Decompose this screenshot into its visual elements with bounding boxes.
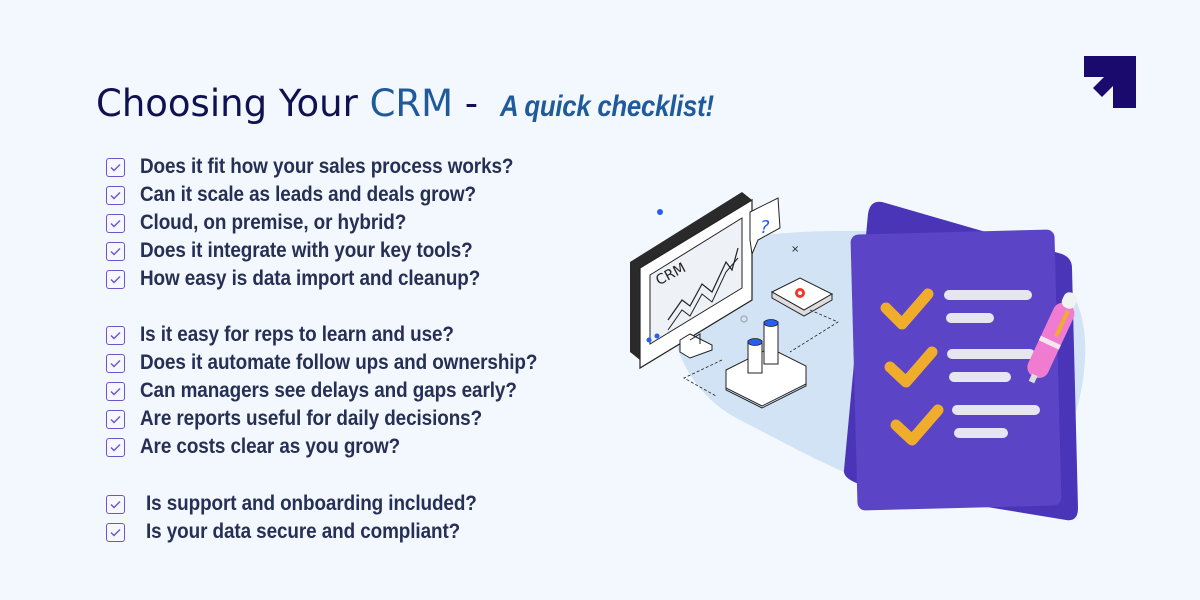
monitor-icon: CRM — [630, 192, 753, 370]
checkbox-checked-icon[interactable] — [106, 353, 125, 373]
checkbox-checked-icon[interactable] — [106, 325, 125, 345]
title-main: Choosing Your — [96, 82, 370, 125]
checklist-item[interactable]: Cloud, on premise, or hybrid? — [106, 209, 555, 237]
checklist-item-label: Can managers see delays and gaps early? — [140, 379, 517, 402]
checkbox-checked-icon[interactable] — [106, 185, 125, 205]
checklist-group-1: Does it fit how your sales process works… — [106, 153, 555, 293]
checklist-item-label: Is it easy for reps to learn and use? — [140, 323, 454, 346]
checkbox-checked-icon[interactable] — [106, 269, 125, 289]
svg-text:×: × — [791, 244, 799, 255]
data-cylinders-icon — [725, 319, 807, 409]
checklist-item[interactable]: Are costs clear as you grow? — [106, 433, 582, 461]
checklist-item[interactable]: Does it integrate with your key tools? — [106, 237, 555, 265]
checkbox-checked-icon[interactable] — [106, 409, 125, 429]
checklist-item[interactable]: Does it automate follow ups and ownershi… — [106, 349, 582, 377]
page-title: Choosing Your CRM -A quick checklist! — [96, 82, 749, 125]
checklist-group-3: Is support and onboarding included? Is y… — [106, 490, 514, 546]
checkbox-checked-icon[interactable] — [106, 213, 125, 233]
checklist-item-label: Are costs clear as you grow? — [140, 435, 401, 458]
crm-checklist-illustration: CRM ? × — [630, 192, 1086, 521]
checklist-item[interactable]: How easy is data import and cleanup? — [106, 265, 555, 293]
checklist-item-label: Does it fit how your sales process works… — [140, 155, 514, 178]
checklist-item[interactable]: Can it scale as leads and deals grow? — [106, 181, 555, 209]
checklist-item-label: Is your data secure and compliant? — [146, 520, 461, 543]
checkbox-checked-icon[interactable] — [106, 494, 125, 514]
checkbox-checked-icon[interactable] — [106, 437, 125, 457]
title-accent: CRM — [369, 82, 454, 125]
clipboard-illustration — [843, 201, 1078, 521]
checkbox-checked-icon[interactable] — [106, 381, 125, 401]
checkbox-checked-icon[interactable] — [106, 522, 125, 542]
checklist-group-2: Is it easy for reps to learn and use? Do… — [106, 321, 582, 461]
gear-puzzle-icon — [770, 277, 834, 317]
title-dash: - — [453, 82, 479, 125]
question-mark-text: ? — [760, 217, 770, 238]
checklist-item-label: Is support and onboarding included? — [146, 492, 477, 515]
checklist-item-label: Cloud, on premise, or hybrid? — [140, 211, 407, 234]
question-bubble-icon: ? — [749, 197, 781, 256]
checklist-item-label: Can it scale as leads and deals grow? — [140, 183, 476, 206]
pen-icon — [1027, 292, 1078, 384]
checklist-item[interactable]: Is it easy for reps to learn and use? — [106, 321, 582, 349]
checklist-item[interactable]: Can managers see delays and gaps early? — [106, 377, 582, 405]
checklist-item[interactable]: Is support and onboarding included? — [106, 490, 514, 518]
checklist-item[interactable]: Are reports useful for daily decisions? — [106, 405, 582, 433]
checklist-item[interactable]: Does it fit how your sales process works… — [106, 153, 555, 181]
checkbox-checked-icon[interactable] — [106, 241, 125, 261]
checklist-item[interactable]: Is your data secure and compliant? — [106, 518, 514, 546]
title-subtitle: A quick checklist! — [500, 90, 714, 123]
checklist-item-label: Does it integrate with your key tools? — [140, 239, 473, 262]
checklist-item-label: Does it automate follow ups and ownershi… — [140, 351, 538, 374]
checklist-item-label: Are reports useful for daily decisions? — [140, 407, 483, 430]
arrow-corner-logo-icon — [1084, 56, 1136, 108]
checkbox-checked-icon[interactable] — [106, 157, 125, 177]
checklist-item-label: How easy is data import and cleanup? — [140, 267, 481, 290]
